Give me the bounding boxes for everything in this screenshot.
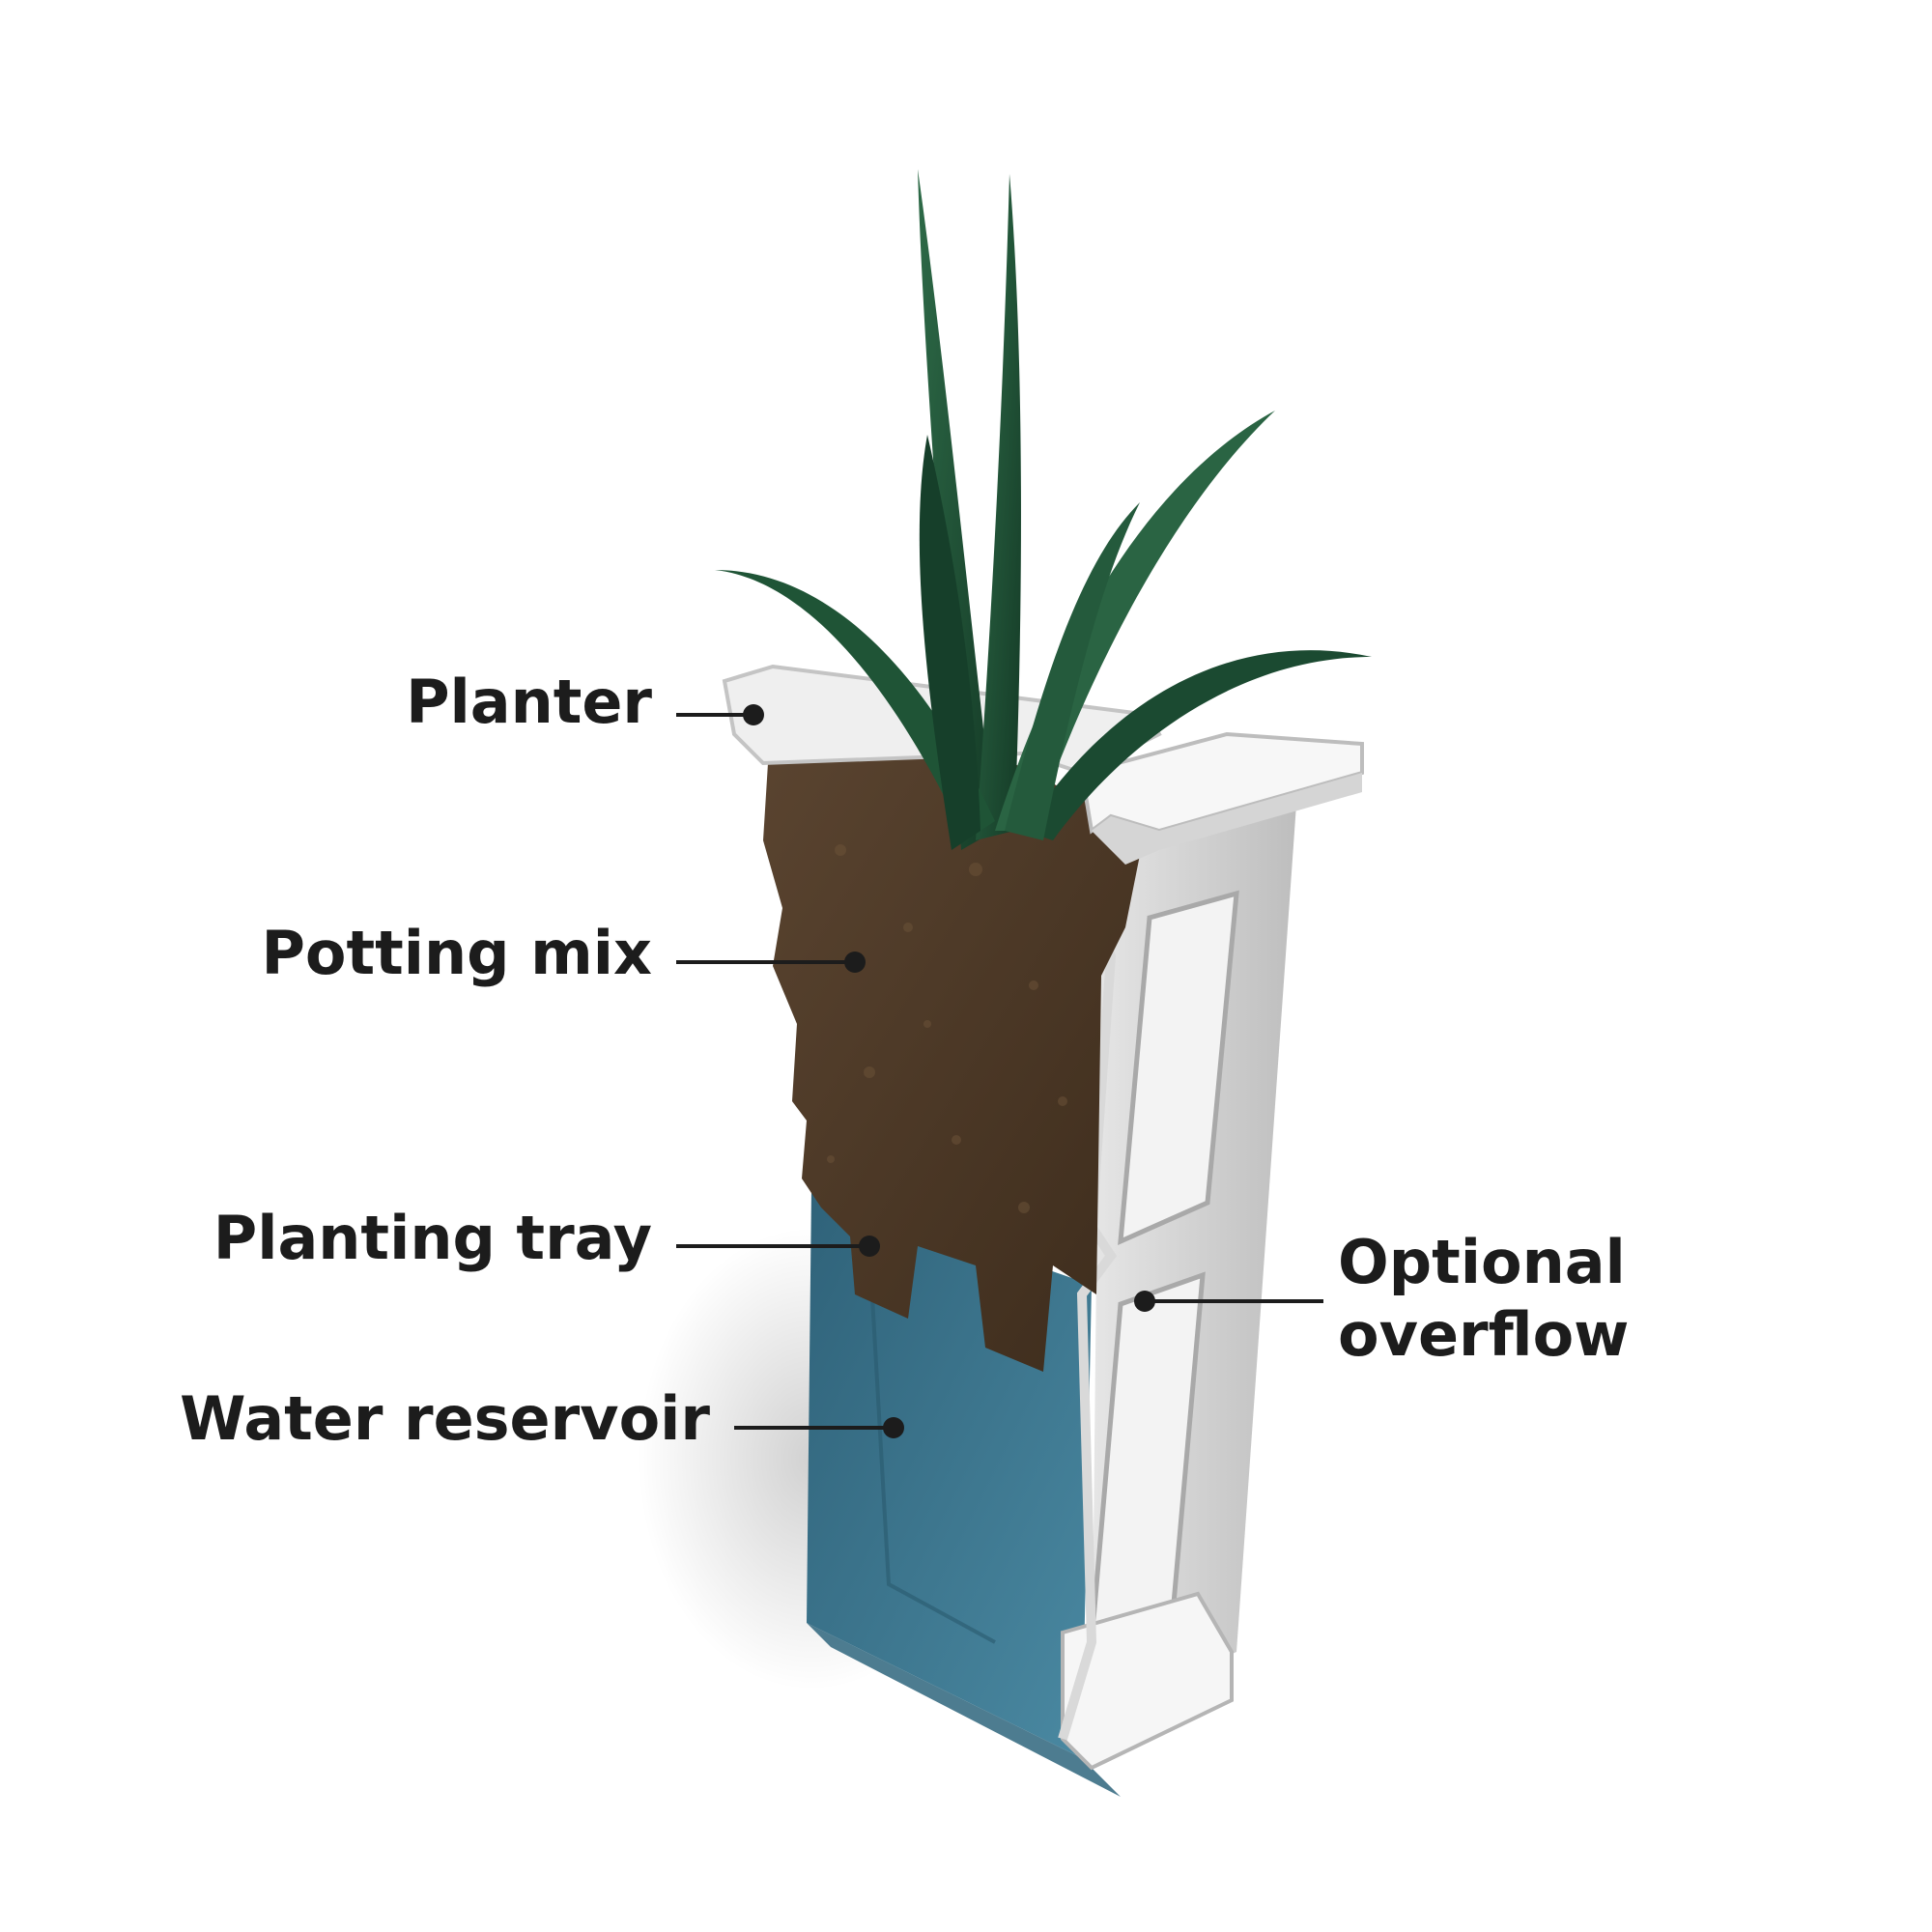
planter-upper-panel [1118,890,1239,1246]
planter-label: Planter [406,667,652,737]
water-reservoir-dot [883,1417,904,1438]
leaf [1024,650,1372,840]
potting-mix-label: Potting mix [261,918,652,988]
leaf [918,169,995,850]
optional-overflow-label-line1: Optional [1338,1227,1626,1297]
water-reservoir-label: Water reservoir [180,1383,710,1454]
optional-overflow-dot [1134,1291,1155,1312]
potting-mix-shape [763,744,1145,1372]
reservoir-inner-edge [867,1245,996,1644]
potting-mix-dot [844,952,866,973]
leader-dots [743,704,1155,1438]
optional-overflow-label-line2: overflow [1338,1299,1630,1370]
leaf [1005,502,1140,840]
water-reservoir-floor [807,1623,1121,1797]
leaf [976,174,1021,840]
planter-dot [743,704,764,725]
planting-tray-dot [859,1236,880,1257]
planting-tray-label: Planting tray [213,1203,652,1273]
soil-texture [827,844,1067,1213]
leader-lines [676,713,1323,1430]
leaf [919,435,980,850]
plant [715,169,1372,850]
planter-rim-front-face [1092,773,1362,865]
